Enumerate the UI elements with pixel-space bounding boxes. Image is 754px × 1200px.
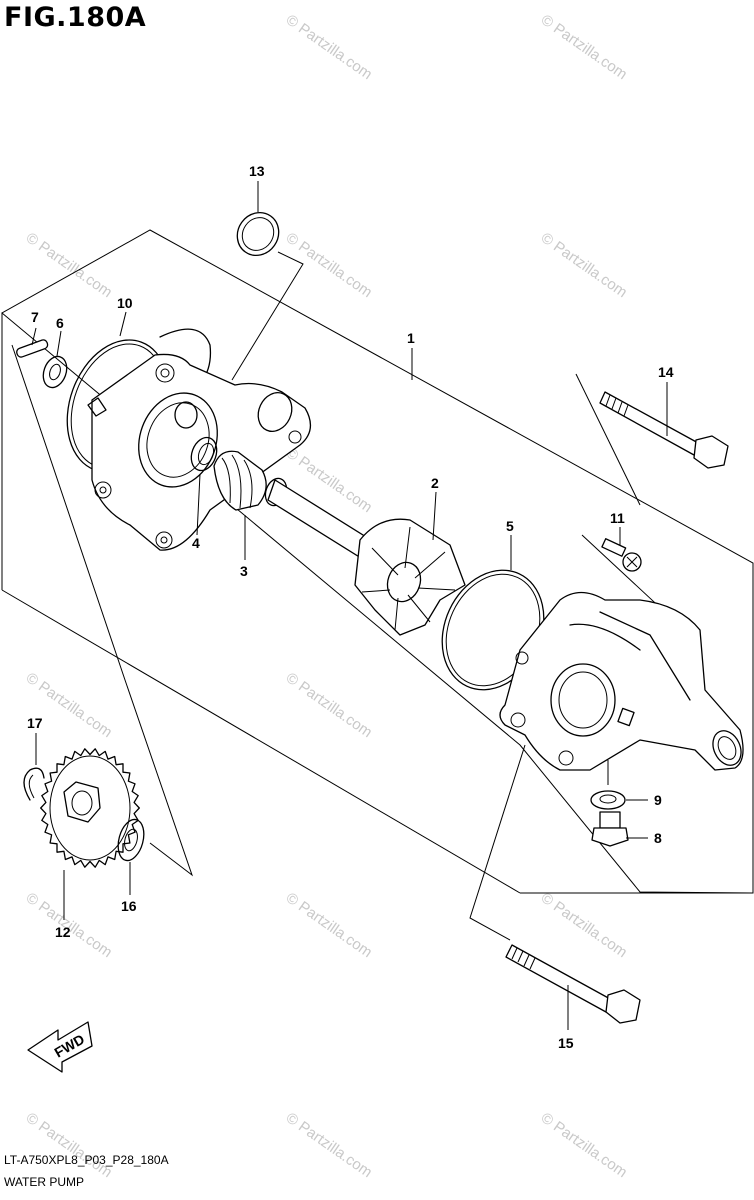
screw-11 [601, 538, 642, 572]
leader-group-14 [575, 373, 641, 506]
pump-case [499, 591, 744, 771]
watermark: © Partzilla.com [538, 229, 631, 301]
callout-5: 5 [506, 518, 514, 534]
leader-group-gear [11, 344, 194, 877]
callout-4: 4 [192, 535, 200, 551]
bolt-15 [505, 944, 641, 1024]
callout-15: 15 [558, 1035, 574, 1051]
callout-17: 17 [27, 715, 43, 731]
callout-1: 1 [407, 330, 415, 346]
callout-6: 6 [56, 315, 64, 331]
mechanical-seal-3 [213, 450, 288, 511]
pin-7 [16, 339, 49, 358]
watermark: © Partzilla.com [538, 889, 631, 961]
watermark: © Partzilla.com [23, 1109, 116, 1181]
callout-7: 7 [31, 309, 39, 325]
callout-12: 12 [55, 924, 71, 940]
callout-14: 14 [658, 364, 674, 380]
watermark: © Partzilla.com [283, 229, 376, 301]
washer-16-hole [124, 828, 138, 852]
pump-gear-12 [40, 748, 140, 868]
fwd-arrow: FWD [27, 1021, 93, 1073]
callout-labels: 1 2 3 4 5 6 7 8 9 10 11 12 13 14 15 16 1… [27, 163, 674, 1051]
circlip-17-inner [28, 774, 35, 799]
watermark: © Partzilla.com [23, 229, 116, 301]
callout-10: 10 [117, 295, 133, 311]
gasket-9-hole [599, 794, 617, 804]
callout-16: 16 [121, 898, 137, 914]
drain-bolt-8 [591, 811, 629, 847]
watermark: © Partzilla.com [283, 11, 376, 83]
washer-16 [117, 818, 145, 862]
impeller-2 [267, 479, 466, 636]
watermark: © Partzilla.com [538, 1109, 631, 1181]
pump-body [87, 353, 312, 551]
watermark: © Partzilla.com [283, 669, 376, 741]
diagram-name: WATER PUMP [4, 1175, 84, 1189]
callout-13: 13 [249, 163, 265, 179]
callout-9: 9 [654, 792, 662, 808]
callout-11: 11 [610, 510, 625, 526]
callout-2: 2 [431, 475, 439, 491]
watermark: © Partzilla.com [283, 1109, 376, 1181]
gasket-9 [590, 790, 626, 810]
washer-6 [42, 355, 68, 389]
oil-seal-4-inner [197, 442, 215, 466]
bolt-14 [599, 391, 729, 469]
watermark: © Partzilla.com [283, 889, 376, 961]
leader-group-15 [469, 744, 526, 941]
figure-title: FIG.180A [4, 2, 147, 33]
callout-3: 3 [240, 563, 248, 579]
o-ring-13 [236, 211, 280, 257]
washer-6-hole [49, 363, 61, 381]
circlip-17 [23, 767, 45, 801]
o-ring-13-inner [241, 217, 275, 251]
outline-edge [1, 589, 521, 894]
oil-seal-4 [190, 436, 218, 472]
callout-8: 8 [654, 830, 662, 846]
diagram-code: LT-A750XPL8_P03_P28_180A [4, 1153, 169, 1167]
watermark: © Partzilla.com [538, 11, 631, 83]
leader-group-13 [231, 251, 304, 381]
callout-leaders [31, 181, 668, 1030]
